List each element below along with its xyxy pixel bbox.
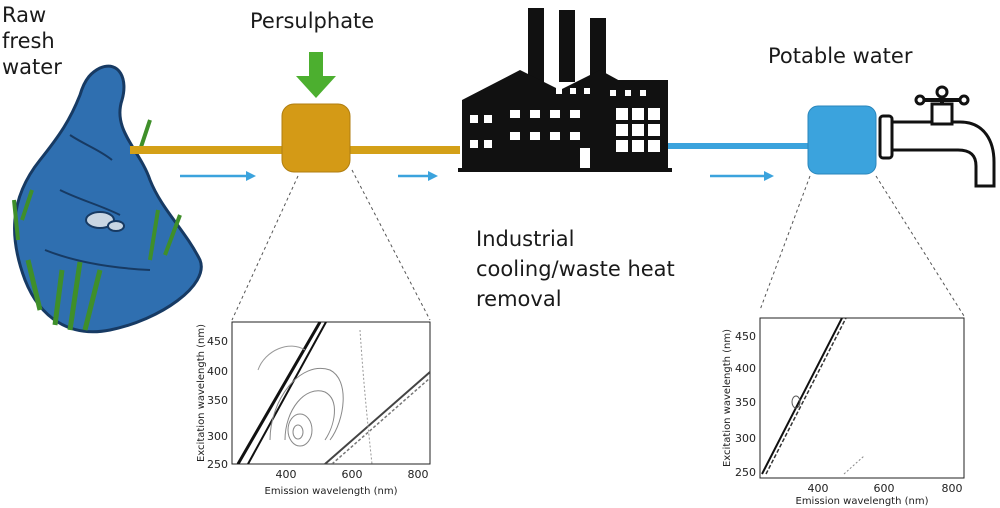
left-xtick-800: 800: [408, 468, 429, 481]
right-xtick-400: 400: [808, 482, 829, 495]
zoom-lines-right: [759, 175, 965, 317]
left-ytick-300: 300: [207, 430, 228, 443]
industrial-cooling-label: Industrial cooling/waste heat removal: [476, 227, 675, 311]
river-icon: [12, 64, 203, 334]
treatment-box: [807, 105, 877, 175]
flow-arrow-3: [710, 171, 774, 181]
right-ytick-350: 350: [735, 396, 756, 409]
tap-icon: [878, 85, 996, 188]
factory-icon: [458, 8, 672, 172]
right-ytick-400: 400: [735, 362, 756, 375]
zoom-lines-left: [231, 169, 431, 321]
dose-arrow-icon: [296, 52, 336, 98]
raw-fresh-water-label: Raw fresh water: [2, 3, 62, 79]
flow-arrow-2: [398, 171, 438, 181]
left-ytick-350: 350: [207, 394, 228, 407]
right-xtick-800: 800: [942, 482, 963, 495]
right-ytick-450: 450: [735, 330, 756, 343]
persulphate-reactor-box: [281, 103, 351, 173]
left-ytick-400: 400: [207, 365, 228, 378]
eem-plot-left: 400 600 800 250 300 350 400 450 Emission…: [196, 321, 431, 497]
right-ylabel: Excitation wavelength (nm): [722, 329, 733, 467]
left-ytick-450: 450: [207, 335, 228, 348]
right-xlabel: Emission wavelength (nm): [796, 496, 929, 507]
potable-water-label: Potable water: [768, 44, 913, 68]
right-ytick-250: 250: [735, 466, 756, 479]
left-xtick-600: 600: [342, 468, 363, 481]
left-ytick-250: 250: [207, 458, 228, 471]
left-xlabel: Emission wavelength (nm): [265, 486, 398, 497]
right-xtick-600: 600: [874, 482, 895, 495]
eem-plot-right: 400 600 800 250 300 350 400 450 Emission…: [722, 317, 965, 507]
flow-arrow-1: [180, 171, 256, 181]
left-ylabel: Excitation wavelength (nm): [196, 324, 207, 462]
clean-water-pipe: [668, 143, 810, 149]
left-xtick-400: 400: [276, 468, 297, 481]
persulphate-label: Persulphate: [250, 9, 375, 33]
right-ytick-300: 300: [735, 432, 756, 445]
